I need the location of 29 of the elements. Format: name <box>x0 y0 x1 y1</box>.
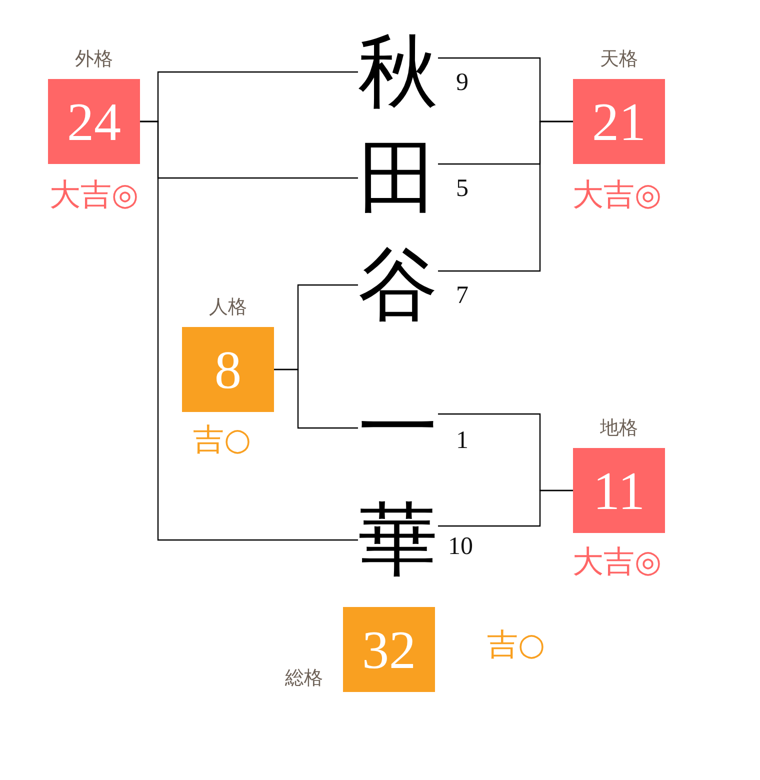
score-tile: 32 <box>343 607 435 692</box>
score-tile: 11 <box>573 448 665 533</box>
name-character: 一 <box>358 388 438 468</box>
name-character: 田 <box>358 138 438 218</box>
stroke-count: 9 <box>456 70 468 95</box>
fortune-result: 大吉◎ <box>572 544 662 580</box>
stroke-count: 10 <box>448 534 473 559</box>
fortune-label: 総格 <box>285 666 323 690</box>
bracket-line <box>140 120 358 541</box>
fortune-label: 地格 <box>600 416 638 440</box>
fortune-label: 外格 <box>75 47 113 71</box>
score-tile: 21 <box>573 79 665 164</box>
fortune-result: 大吉◎ <box>572 177 662 213</box>
name-character: 秋 <box>358 32 438 112</box>
fortune-label: 天格 <box>600 47 638 71</box>
score-tile: 8 <box>182 327 274 412</box>
score-tile: 24 <box>48 79 140 164</box>
fortune-result: 吉○ <box>192 422 252 458</box>
stroke-count: 7 <box>456 283 468 308</box>
fortune-result: 吉○ <box>487 627 546 663</box>
bracket-line <box>274 368 358 429</box>
fortune-result: 大吉◎ <box>49 177 139 213</box>
bracket-line <box>438 490 573 527</box>
name-character: 華 <box>358 500 438 580</box>
bracket-line <box>438 120 573 272</box>
name-character: 谷 <box>358 245 438 325</box>
stroke-count: 5 <box>456 176 468 201</box>
stroke-count: 1 <box>456 428 468 453</box>
fortune-label: 人格 <box>209 295 247 319</box>
